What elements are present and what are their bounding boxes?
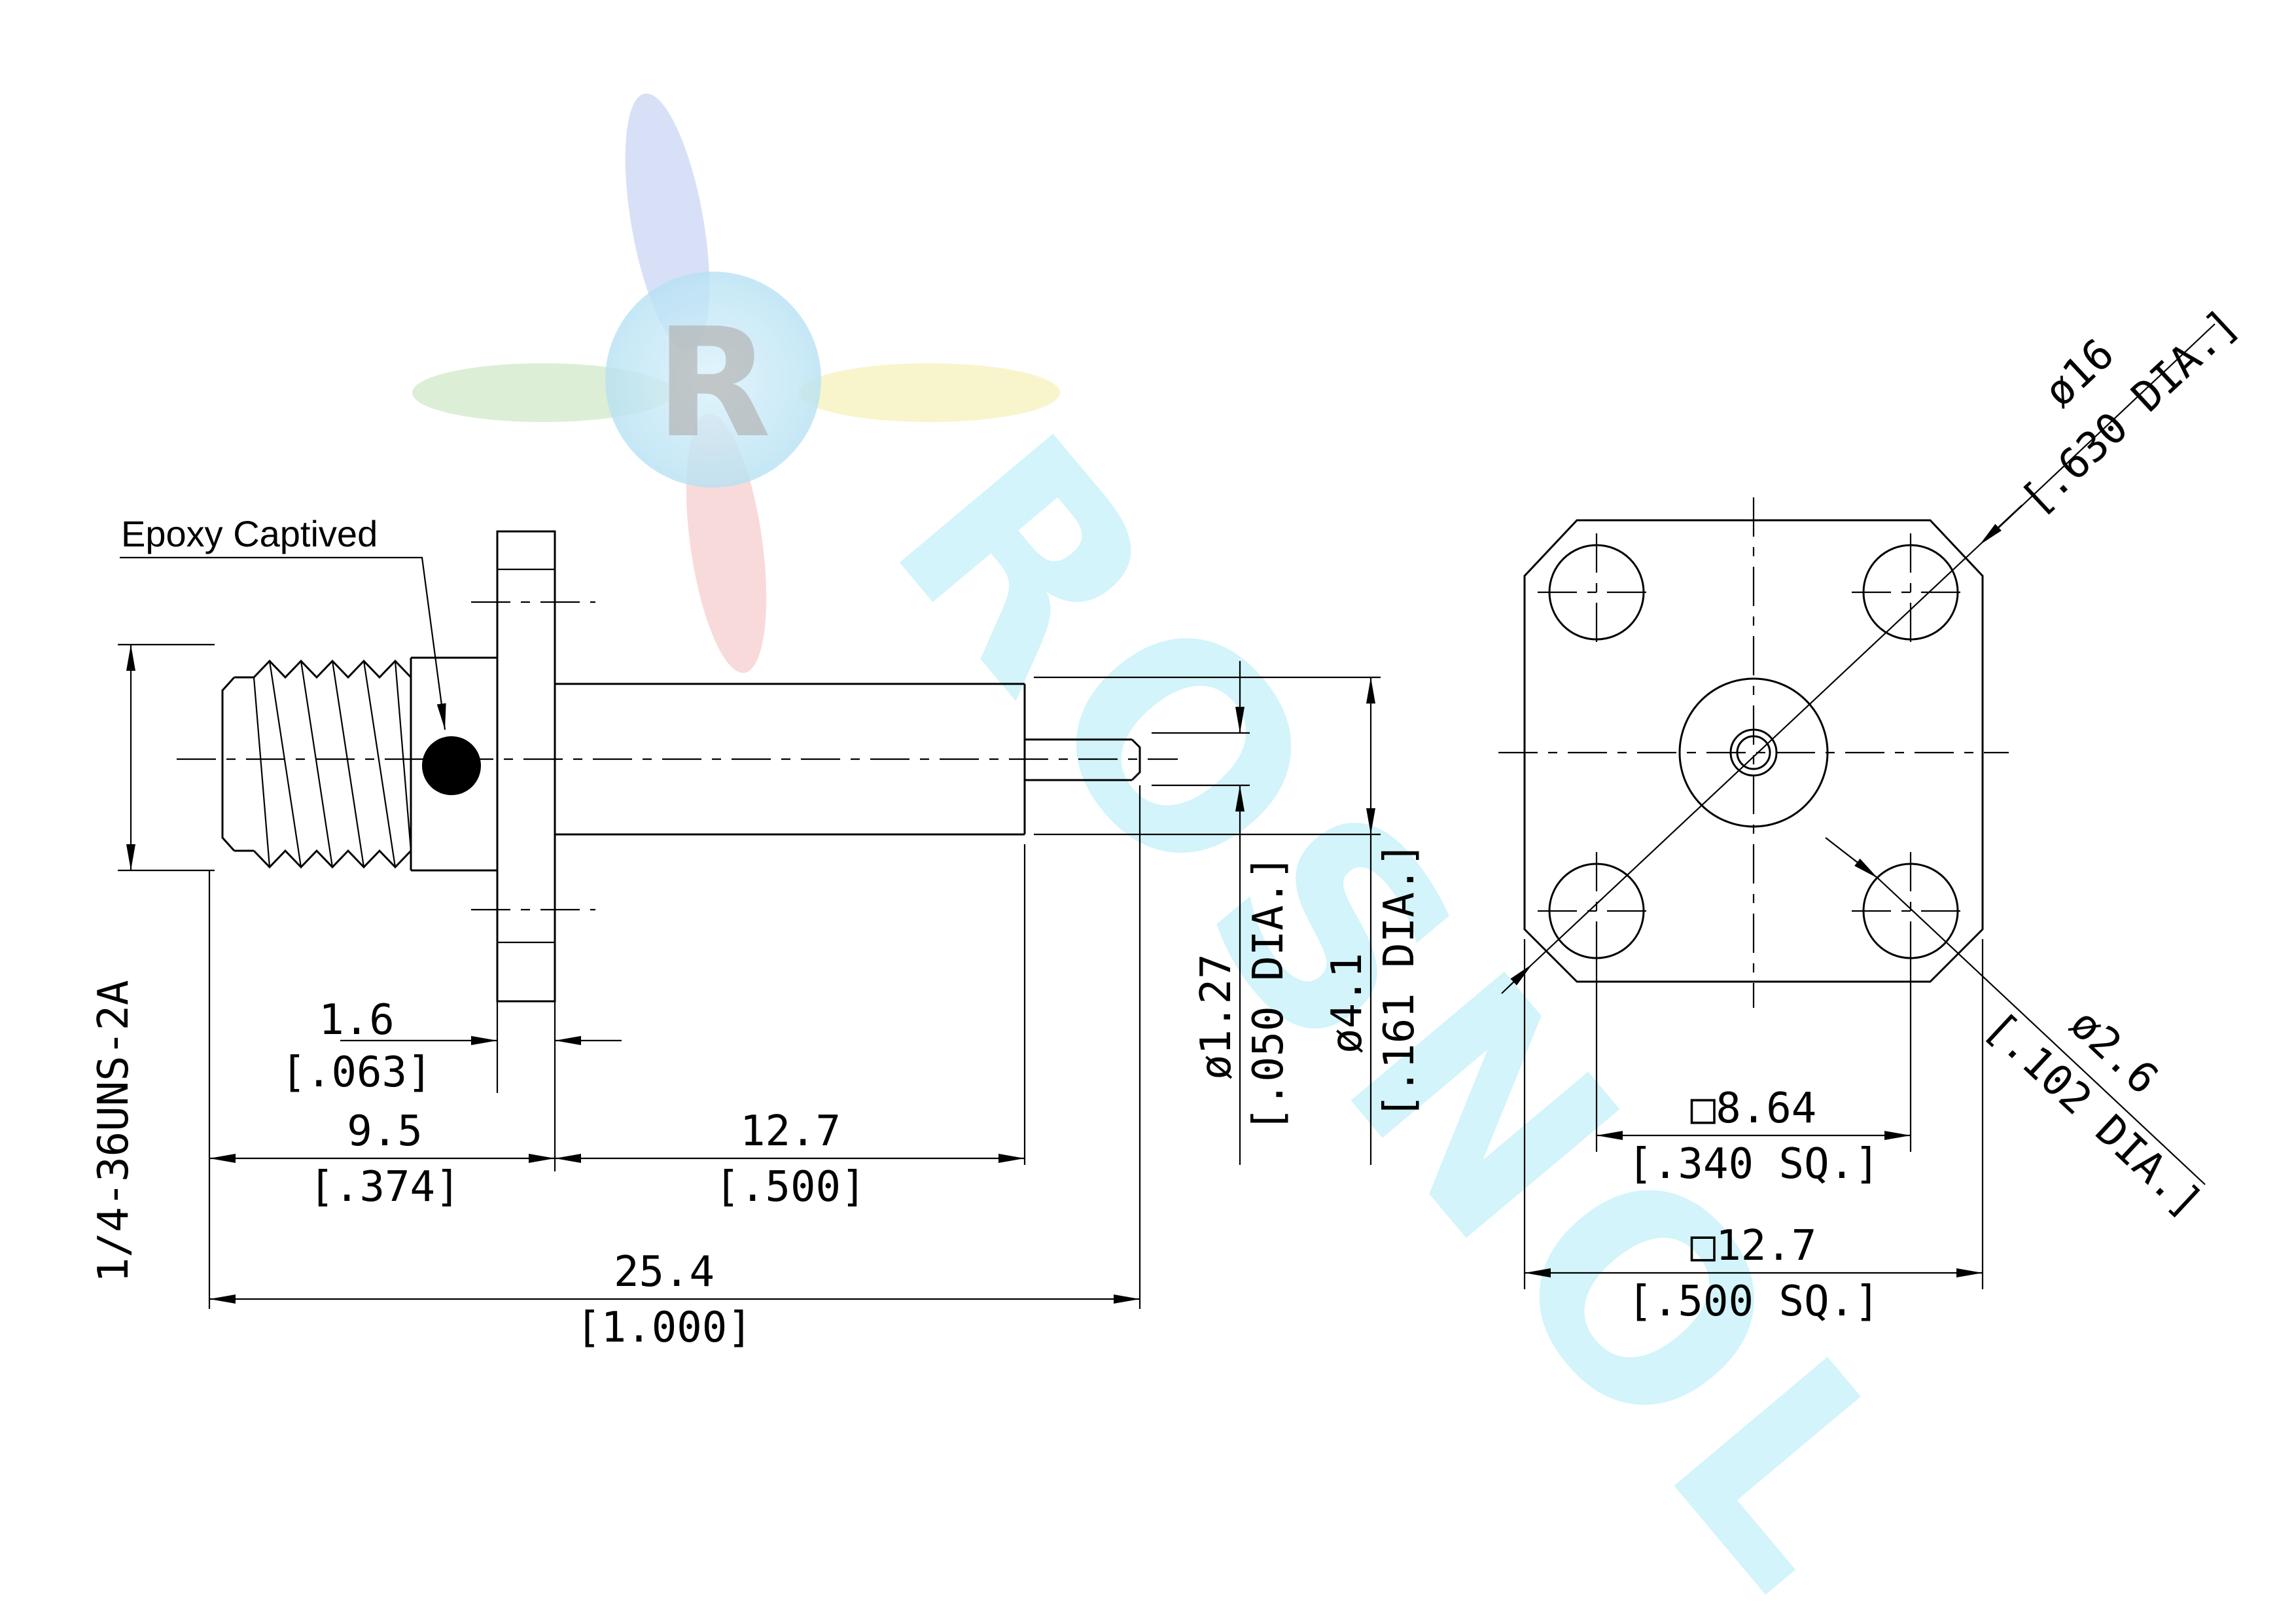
flange-outline	[1523, 519, 1984, 983]
hole-diameter-dimension: ø2.6 [.102 DIA.]	[1825, 837, 2212, 1228]
bolt-circle-dimension: ø16 [.630 DIA.]	[1501, 300, 2248, 994]
bolt-circle-in: [.630 DIA.]	[2012, 300, 2248, 525]
side-view: Epoxy Captived 1/4-36UNS-2A 1.6 [.063] 9…	[90, 513, 1424, 1352]
logo-globe	[605, 272, 821, 488]
body-diameter-mm: ø4.1	[1323, 953, 1371, 1054]
body-length-in: [.500]	[715, 1163, 866, 1211]
overall-length-dimension: 25.4 [1.000]	[209, 1248, 1140, 1352]
thread-diameter-dimension: 1/4-36UNS-2A	[90, 643, 215, 1283]
thread-length-mm: 9.5	[347, 1107, 423, 1156]
pin-diameter-dimension: ø1.27 [.050 DIA.]	[1152, 661, 1293, 1165]
mounting-hole-bottom-right	[1852, 852, 1969, 970]
flange-thickness-dimension: 1.6 [.063]	[281, 996, 622, 1097]
epoxy-leader	[120, 556, 446, 730]
flange-thickness-in: [.063]	[281, 1048, 432, 1097]
thread-length-dimension: 9.5 [.374]	[209, 1107, 555, 1211]
pin-diameter-in: [.050 DIA.]	[1245, 855, 1293, 1132]
pin-diameter-mm: ø1.27	[1192, 954, 1241, 1080]
contact-outer-circle	[1729, 728, 1778, 777]
watermark-logo: R	[412, 93, 1060, 673]
epoxy-callout-label: Epoxy Captived	[121, 513, 378, 554]
body-diameter-in: [.161 DIA.]	[1375, 842, 1424, 1119]
flange-thickness-mm: 1.6	[319, 996, 395, 1044]
thread-section	[221, 656, 497, 872]
mounting-hole-bottom-left	[1538, 852, 1655, 970]
body-diameter-dimension: ø4.1 [.161 DIA.]	[1034, 676, 1424, 1165]
thread-spec-label: 1/4-36UNS-2A	[90, 980, 138, 1283]
dielectric-circle	[1678, 677, 1829, 828]
thread-length-in: [.374]	[309, 1163, 460, 1211]
overall-length-mm: 25.4	[614, 1248, 715, 1296]
contact-inner-circle	[1736, 735, 1771, 770]
overall-length-in: [1.000]	[576, 1304, 752, 1352]
logo-letter: R	[655, 296, 771, 471]
flange-size-dimension: □12.7 [.500 SQ.]	[1523, 939, 1984, 1326]
flange-size-in: [.500 SQ.]	[1627, 1277, 1879, 1326]
hole-spacing-dimension: □8.64 [.340 SQ.]	[1595, 959, 1912, 1188]
flange-size-mm: □12.7	[1691, 1222, 1817, 1270]
mounting-hole-top-right	[1852, 533, 1969, 651]
center-pin	[1025, 738, 1141, 781]
logo-yellow-swoosh	[798, 363, 1060, 422]
flange	[471, 530, 595, 1003]
body-length-dimension: 12.7 [.500]	[555, 1107, 1025, 1211]
body-length-mm: 12.7	[740, 1107, 841, 1156]
epoxy-marker	[422, 736, 481, 795]
hole-spacing-mm: □8.64	[1691, 1084, 1817, 1133]
mounting-hole-top-left	[1538, 533, 1655, 651]
hole-spacing-in: [.340 SQ.]	[1627, 1140, 1879, 1188]
